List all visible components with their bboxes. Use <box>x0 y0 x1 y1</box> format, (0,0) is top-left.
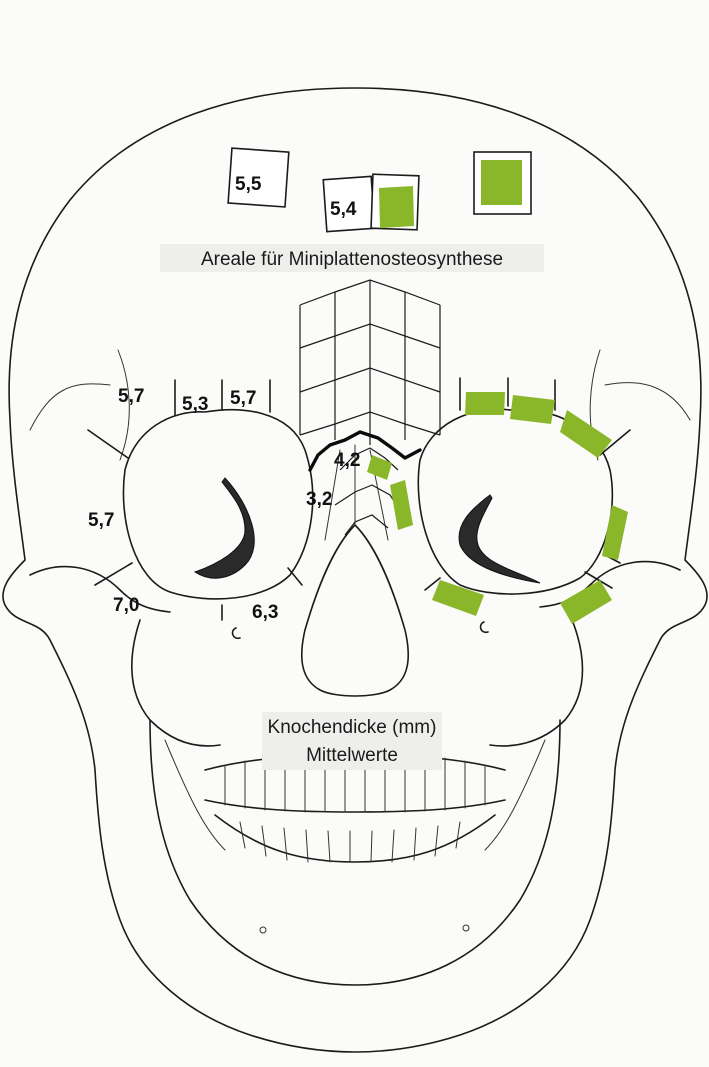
right-infraorbital-foramen <box>481 622 488 632</box>
left-orbit-fissure <box>195 478 254 578</box>
measure-orbit-upper-mid: 5,3 <box>182 394 208 415</box>
plate-orbit-lower-right <box>560 580 612 624</box>
right-mental-foramen <box>463 925 469 931</box>
measure-frontal-left: 5,5 <box>235 174 262 195</box>
right-maxilla-outline <box>490 615 583 746</box>
measure-orbit-lower-lateral: 7,0 <box>113 595 139 616</box>
plate-nasal-2 <box>390 480 413 530</box>
left-zygomatic-outline <box>30 567 170 612</box>
left-infraorbital-foramen <box>233 628 240 638</box>
left-temporal-curve <box>30 384 110 430</box>
left-maxilla-outline <box>132 620 220 746</box>
plate-orbit-lateral <box>602 505 628 560</box>
right-temporal-curve <box>605 383 690 420</box>
right-orbit-fissure <box>459 495 540 583</box>
title-bottom-line2: Mittelwerte <box>306 745 398 766</box>
plate-orbit-upper-1 <box>465 392 505 415</box>
measure-nasal-upper: 4,2 <box>334 450 360 471</box>
measure-orbit-upper-left: 5,7 <box>118 386 144 407</box>
mandible-inner-right <box>485 740 545 850</box>
left-mental-foramen <box>260 927 266 933</box>
title-top: Areale für Miniplattenosteosynthese <box>201 249 503 270</box>
measure-orbit-lower-medial: 6,3 <box>252 602 278 623</box>
title-bottom-line1: Knochendicke (mm) <box>268 717 437 738</box>
plate-nasal-1 <box>367 455 392 480</box>
plate-frontal-right <box>481 160 522 205</box>
measure-nasal-lower: 3,2 <box>306 489 332 510</box>
mandible-inner-left <box>165 740 225 850</box>
plate-frontal-center <box>379 186 414 228</box>
nasal-cavity <box>302 525 409 696</box>
measure-orbit-upper-right: 5,7 <box>230 388 256 409</box>
plate-orbit-lower-left <box>432 580 484 616</box>
lower-teeth <box>215 815 495 862</box>
skull-outline <box>3 88 707 1052</box>
plate-orbit-upper-2 <box>510 395 555 424</box>
measure-frontal-center: 5,4 <box>330 199 357 220</box>
frontonasal-suture <box>310 432 420 470</box>
measure-orbit-lateral: 5,7 <box>88 510 114 531</box>
